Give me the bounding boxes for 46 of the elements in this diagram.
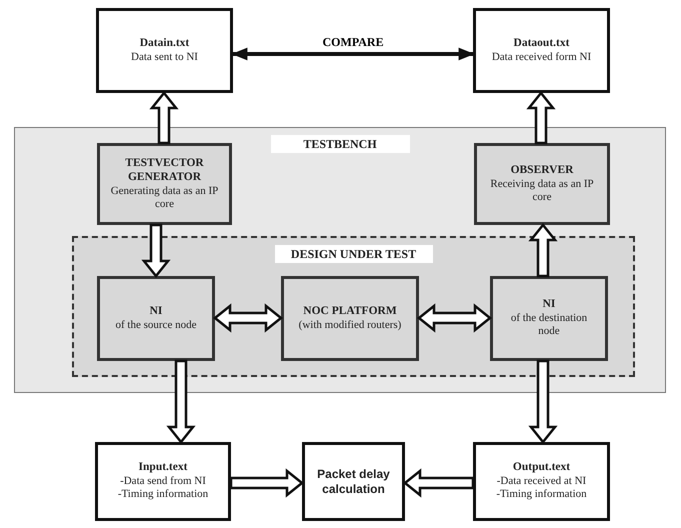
hollow-double-arrow — [417, 303, 492, 333]
process-box — [97, 276, 215, 361]
node-description: -Timing information — [495, 488, 588, 502]
node-description: Generating data as an IP core — [110, 184, 220, 211]
node-description: Data sent to NI — [130, 50, 199, 64]
hollow-double-arrow — [213, 303, 283, 333]
testbench-panel — [14, 127, 666, 393]
node-title: TESTVECTOR GENERATOR — [124, 157, 205, 185]
node-description: -Data send from NI — [119, 475, 207, 488]
file-box — [95, 442, 231, 521]
hollow-arrow — [526, 91, 556, 144]
hollow-arrow — [528, 223, 558, 278]
node-title: NI — [542, 298, 556, 312]
hollow-arrow — [528, 360, 558, 444]
design-under-test-region — [72, 236, 635, 377]
node-description: of the source node — [114, 318, 198, 332]
file-box — [302, 442, 405, 521]
node-title: Output.text — [512, 461, 570, 476]
hollow-arrow — [230, 468, 304, 498]
node-title: Input.text — [138, 461, 188, 476]
node-description: Receiving data as an IP core — [489, 178, 595, 204]
region-title: TESTBENCH — [270, 135, 410, 154]
region-title: DESIGN UNDER TEST — [274, 245, 432, 264]
node-description: -Timing information — [116, 488, 210, 502]
node-title: OBSERVER — [510, 164, 574, 178]
node-title: Packet delay calculation — [316, 467, 391, 496]
node-title: Dataout.txt — [514, 37, 570, 51]
node-description: Data received form NI — [490, 50, 592, 64]
hollow-arrow — [166, 360, 196, 444]
node-description: -Data received at NI — [496, 475, 588, 488]
node-title: NI — [150, 305, 162, 319]
process-box — [474, 143, 610, 225]
process-box — [490, 276, 608, 361]
node-description: (with modified routers) — [298, 318, 402, 332]
file-box — [473, 442, 610, 521]
node-title: Datain.txt — [140, 37, 190, 51]
process-box — [97, 143, 232, 225]
hollow-arrow — [149, 91, 179, 144]
hollow-arrow — [141, 224, 171, 278]
node-description: of the destination node — [510, 312, 588, 339]
file-box — [473, 8, 610, 93]
process-box — [281, 276, 419, 361]
hollow-arrow — [403, 468, 474, 498]
double-arrow — [231, 48, 475, 60]
file-box — [96, 8, 233, 93]
node-title: NOC PLATFORM — [303, 305, 397, 319]
